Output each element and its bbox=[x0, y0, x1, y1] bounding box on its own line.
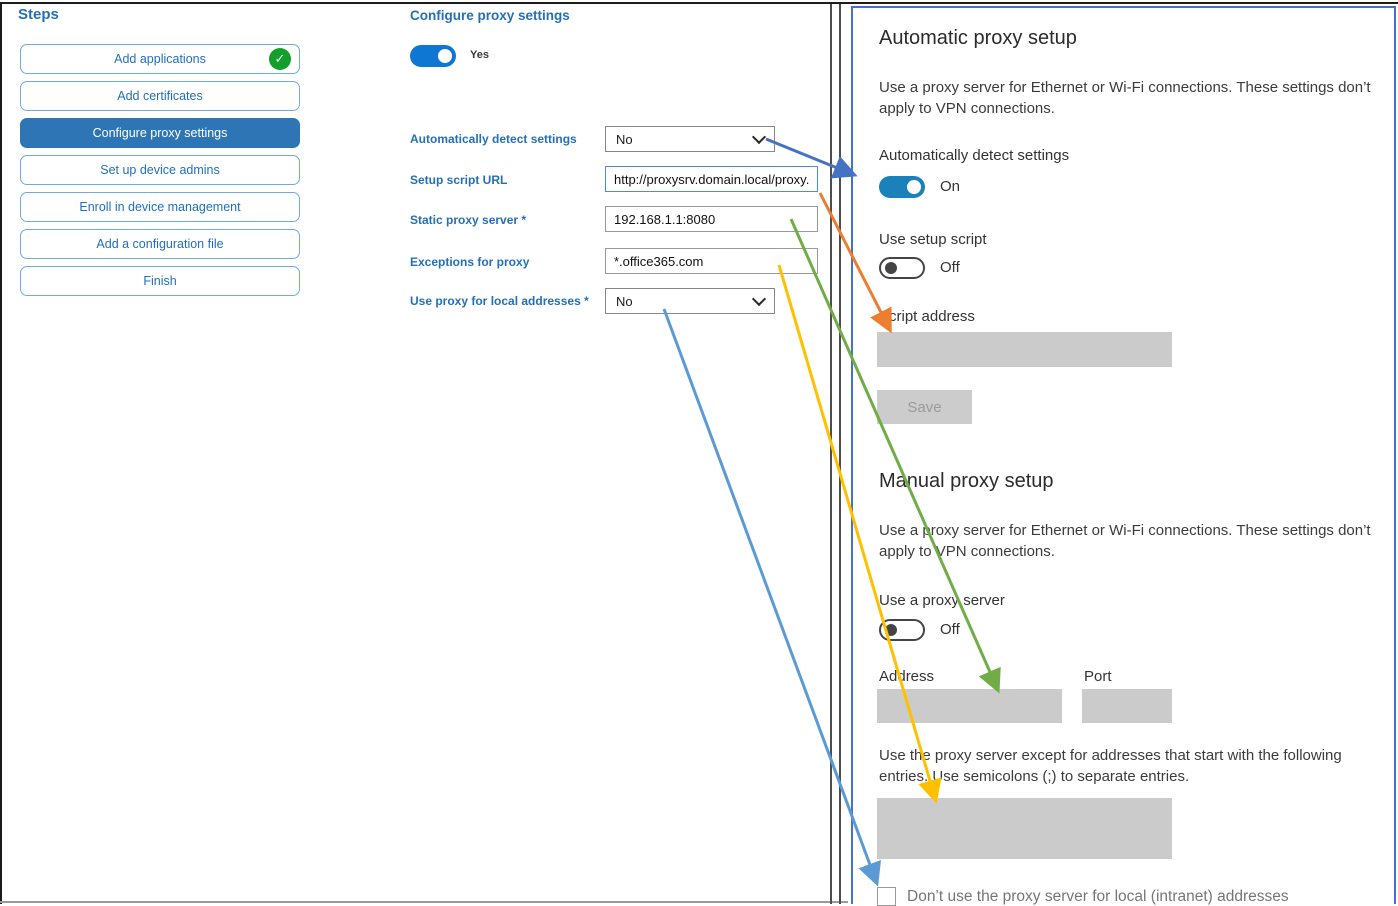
script-address-label: Script address bbox=[879, 308, 975, 325]
port-label: Port bbox=[1084, 668, 1112, 685]
detect-settings-state: On bbox=[940, 178, 961, 195]
step-label: Configure proxy settings bbox=[92, 126, 228, 140]
manual-proxy-description: Use a proxy server for Ethernet or Wi-Fi… bbox=[879, 522, 1371, 560]
chevron-down-icon bbox=[751, 291, 767, 307]
chevron-down-icon bbox=[751, 129, 767, 145]
step-label: Enroll in device management bbox=[79, 200, 241, 214]
save-button[interactable]: Save bbox=[877, 390, 972, 424]
detect-settings-toggle[interactable] bbox=[879, 176, 925, 198]
steps-title: Steps bbox=[18, 6, 59, 23]
proxy-exceptions-help: Use the proxy server except for addresse… bbox=[879, 747, 1342, 785]
use-proxy-server-toggle[interactable] bbox=[879, 619, 925, 641]
script-address-input[interactable] bbox=[877, 332, 1172, 367]
use-setup-script-toggle[interactable] bbox=[879, 257, 925, 279]
exceptions-for-proxy-input[interactable] bbox=[605, 248, 818, 274]
configure-proxy-toggle-label: Yes bbox=[470, 49, 489, 61]
step-label: Set up device admins bbox=[100, 163, 220, 177]
field-label-exceptions-for-proxy: Exceptions for proxy bbox=[410, 255, 530, 269]
step-enroll-in-device-management[interactable]: Enroll in device management bbox=[20, 192, 300, 222]
address-label: Address bbox=[879, 668, 935, 685]
manual-proxy-heading: Manual proxy setup bbox=[879, 470, 1054, 492]
automatic-proxy-heading: Automatic proxy setup bbox=[879, 27, 1077, 49]
column-divider-line bbox=[839, 4, 841, 904]
detect-settings-select[interactable]: No bbox=[605, 126, 775, 152]
detect-settings-label: Automatically detect settings bbox=[879, 147, 1070, 164]
step-label: Add a configuration file bbox=[96, 237, 224, 251]
field-label-detect-settings: Automatically detect settings bbox=[410, 132, 577, 146]
step-finish[interactable]: Finish bbox=[20, 266, 300, 296]
step-label: Add certificates bbox=[117, 89, 203, 103]
toggle-knob bbox=[885, 624, 897, 636]
local-addresses-checkbox[interactable] bbox=[877, 887, 896, 906]
toggle-knob bbox=[885, 262, 897, 274]
frame-bottom-border bbox=[0, 901, 848, 903]
frame-left-border bbox=[0, 2, 2, 904]
proxy-local-addresses-select[interactable]: No bbox=[605, 288, 775, 314]
select-value: No bbox=[616, 293, 633, 309]
use-proxy-server-label: Use a proxy server bbox=[879, 592, 1005, 609]
use-proxy-server-state: Off bbox=[940, 621, 960, 638]
step-add-applications[interactable]: Add applications ✓ bbox=[20, 44, 300, 74]
step-set-up-device-admins[interactable]: Set up device admins bbox=[20, 155, 300, 185]
select-value: No bbox=[616, 131, 633, 147]
frame-top-border bbox=[0, 2, 1398, 4]
use-setup-script-state: Off bbox=[940, 259, 960, 276]
step-add-certificates[interactable]: Add certificates bbox=[20, 81, 300, 111]
mapping-arrow-local-addresses bbox=[662, 308, 881, 887]
use-setup-script-label: Use setup script bbox=[879, 231, 987, 248]
proxy-exceptions-textarea[interactable] bbox=[877, 798, 1172, 859]
column-divider-line bbox=[830, 4, 832, 904]
completed-check-icon: ✓ bbox=[269, 48, 291, 70]
static-proxy-server-input[interactable] bbox=[605, 206, 818, 232]
step-configure-proxy-settings[interactable]: Configure proxy settings bbox=[20, 118, 300, 148]
toggle-knob bbox=[907, 180, 921, 194]
field-label-setup-script-url: Setup script URL bbox=[410, 173, 508, 187]
step-label: Finish bbox=[143, 274, 177, 288]
field-label-proxy-local-addresses: Use proxy for local addresses * bbox=[410, 294, 589, 308]
windows-proxy-settings-panel: Automatic proxy setup Use a proxy server… bbox=[851, 6, 1396, 906]
toggle-knob bbox=[438, 49, 452, 63]
setup-script-url-input[interactable] bbox=[605, 166, 818, 192]
automatic-proxy-description: Use a proxy server for Ethernet or Wi-Fi… bbox=[879, 79, 1371, 117]
wizard-page-title: Configure proxy settings bbox=[410, 8, 570, 23]
step-label: Add applications bbox=[114, 52, 206, 66]
address-input[interactable] bbox=[877, 689, 1062, 723]
configure-proxy-toggle[interactable] bbox=[410, 45, 456, 67]
port-input[interactable] bbox=[1082, 689, 1172, 723]
field-label-static-proxy-server: Static proxy server * bbox=[410, 213, 527, 227]
local-addresses-checkbox-label: Don’t use the proxy server for local (in… bbox=[907, 888, 1289, 905]
step-add-a-configuration-file[interactable]: Add a configuration file bbox=[20, 229, 300, 259]
